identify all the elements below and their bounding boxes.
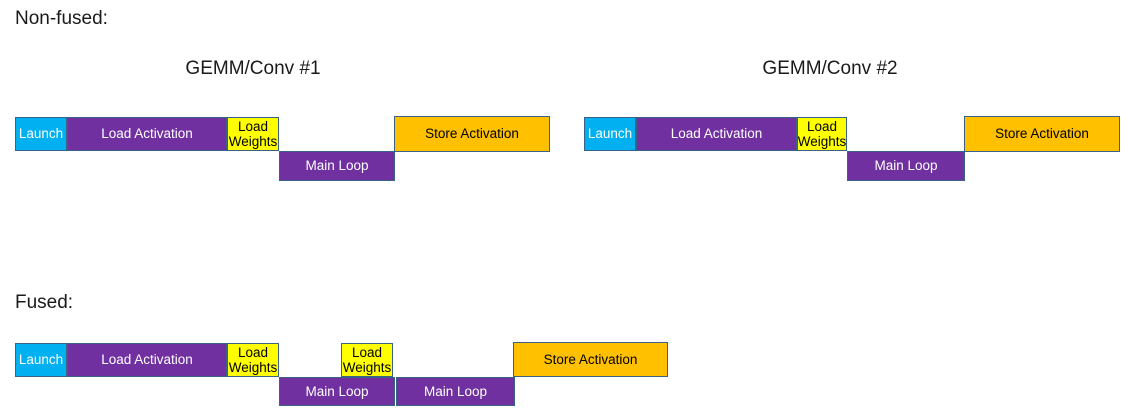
non-fused-block-store-activation: Store Activation (394, 116, 550, 152)
section-label-non-fused: Non-fused: (15, 8, 108, 29)
non-fused-block-launch: Launch (584, 117, 636, 151)
non-fused-block-launch: Launch (15, 117, 67, 151)
fused-block-main-loop: Main Loop (279, 377, 395, 406)
non-fused-block-store-activation: Store Activation (964, 116, 1120, 152)
fused-block-load-weights: Load Weights (227, 343, 279, 377)
fused-block-load-weights: Load Weights (341, 343, 393, 377)
non-fused-block-load-weights: Load Weights (797, 117, 847, 151)
section-label-fused: Fused: (15, 292, 74, 313)
non-fused-block-load-activation: Load Activation (636, 117, 797, 151)
fused-block-load-activation: Load Activation (67, 343, 227, 377)
non-fused-block-main-loop: Main Loop (279, 151, 395, 181)
non-fused-block-load-activation: Load Activation (67, 117, 227, 151)
non-fused-block-load-weights: Load Weights (227, 117, 279, 151)
fused-block-launch: Launch (15, 343, 67, 377)
title-gemm-conv-1: GEMM/Conv #1 (185, 58, 321, 79)
fused-block-store-activation: Store Activation (513, 342, 668, 377)
title-gemm-conv-2: GEMM/Conv #2 (762, 58, 898, 79)
non-fused-block-main-loop: Main Loop (847, 151, 965, 181)
fused-block-main-loop: Main Loop (396, 377, 515, 406)
